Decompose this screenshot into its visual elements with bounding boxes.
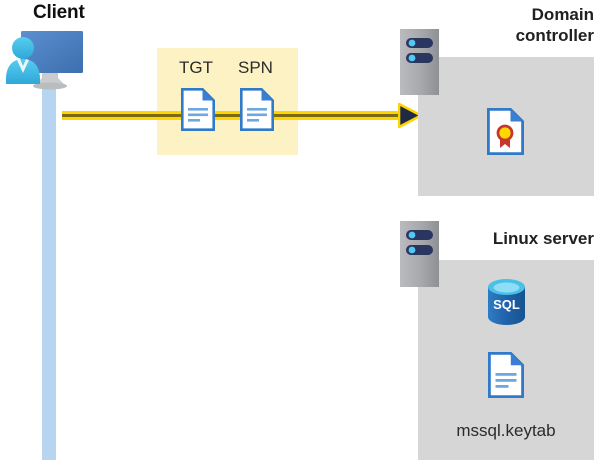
spn-document-icon <box>240 88 274 131</box>
keytab-document-icon <box>488 352 524 398</box>
arrow-head-icon <box>397 101 424 130</box>
sql-database-icon: SQL <box>486 278 527 326</box>
sql-text: SQL <box>493 297 520 312</box>
linux-server-title: Linux server <box>492 229 594 248</box>
flow-line-core <box>62 114 407 117</box>
keytab-file-label: mssql.keytab <box>456 421 556 440</box>
client-lifeline <box>42 60 56 460</box>
tgt-label: TGT <box>179 58 213 77</box>
user-workstation-icon <box>4 26 90 92</box>
domain-controller-title: Domain controller <box>515 5 594 45</box>
token-highlight-box <box>157 48 298 155</box>
flow-arrow-line <box>62 111 407 120</box>
spn-label: SPN <box>238 58 273 77</box>
linux-server-server-icon <box>400 221 439 287</box>
domain-controller-server-icon <box>400 29 439 95</box>
tgt-document-icon <box>181 88 215 131</box>
client-label: Client <box>33 2 85 23</box>
certificate-document-icon <box>487 108 524 155</box>
